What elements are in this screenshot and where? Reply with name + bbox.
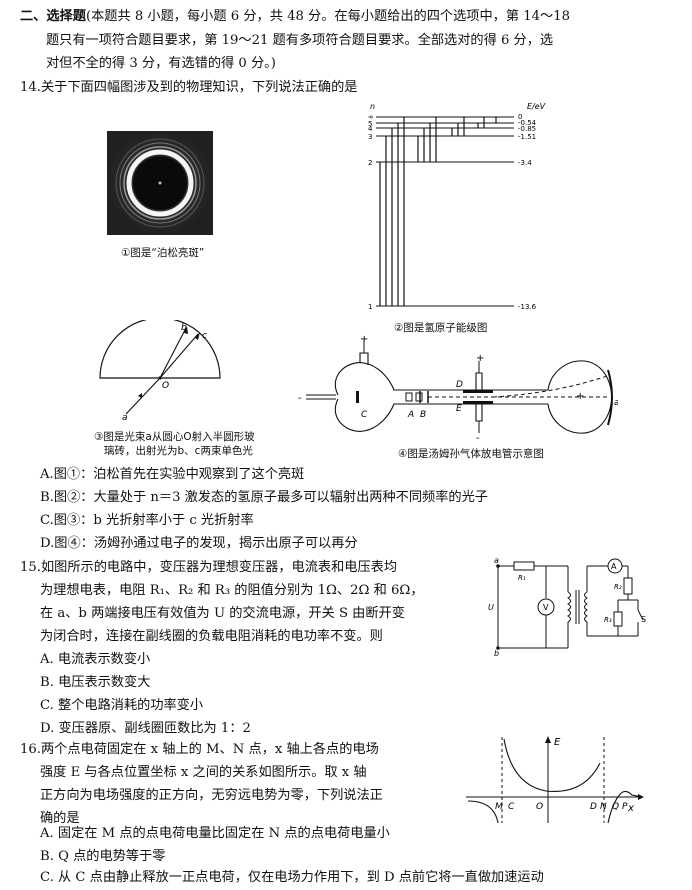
ray-c-label: c bbox=[202, 331, 207, 341]
plus-mid-label: + bbox=[476, 353, 484, 364]
q15-option-d: D. 变压器原、副线圈匝数比为 1：2 bbox=[40, 721, 251, 736]
transformer-circuit-diagram: a b U R₁ V A R₂ R₃ S bbox=[488, 556, 648, 658]
label-B: B bbox=[420, 410, 426, 420]
thomson-tube-figure: + - + - + C A B D E a bbox=[298, 334, 620, 445]
section-heading: 二、选择题 bbox=[20, 9, 86, 24]
q14-option-a: A.图①：泊松首先在实验中观察到了这个亮斑 bbox=[40, 467, 305, 482]
label-A: A bbox=[407, 410, 414, 420]
section-instructions-2: 题只有一项符合题目要求，第 19～21 题有多项符合题目要求。全部选对的得 6 … bbox=[46, 33, 554, 48]
label-D: D bbox=[456, 380, 463, 390]
electric-field-graph: E x M C O D N Q P bbox=[466, 735, 646, 825]
q15-option-a: A. 电流表示数变小 bbox=[40, 652, 151, 667]
level-n-5: 5 bbox=[368, 120, 372, 128]
level-n-2: 2 bbox=[368, 159, 372, 167]
terminal-b-label: b bbox=[494, 649, 499, 656]
label-E: E bbox=[456, 404, 462, 414]
q14-option-c: C.图③：b 光折射率小于 c 光折射率 bbox=[40, 513, 254, 528]
fig2-caption: ②图是氢原子能级图 bbox=[394, 322, 488, 334]
level-value-4: -0.85 bbox=[518, 125, 536, 133]
terminal-a-label: a bbox=[494, 556, 499, 565]
q15-line-1: 15.如图所示的电路中，变压器为理想变压器，电流表和电压表均 bbox=[20, 560, 398, 575]
point-N-label: N bbox=[600, 802, 607, 812]
q16-line-1: 16.两个点电荷固定在 x 轴上的 M、N 点，x 轴上各点的电场 bbox=[20, 742, 379, 757]
level-n-3: 3 bbox=[368, 133, 372, 141]
point-Q-label: Q bbox=[612, 802, 619, 812]
q16-option-a: A. 固定在 M 点的点电荷电量比固定在 N 点的点电荷电量小 bbox=[40, 826, 390, 841]
R3-label: R₃ bbox=[604, 616, 612, 624]
q14-option-d: D.图④：汤姆孙通过电子的发现，揭示出原子可以再分 bbox=[40, 536, 358, 551]
q15-option-b: B. 电压表示数变大 bbox=[40, 675, 151, 690]
point-C-label: C bbox=[508, 802, 515, 812]
q15-line-4: 为闭合时，连接在副线圈的负载电阻消耗的电功率不变。则 bbox=[40, 629, 383, 644]
label-a-screen: a bbox=[614, 398, 618, 408]
fig3-caption-line-2: 璃砖，出射光为b、c两束单色光 bbox=[104, 445, 253, 457]
q15-option-c: C. 整个电路消耗的功率变小 bbox=[40, 698, 204, 713]
point-O-label: O bbox=[536, 802, 543, 812]
hydrogen-energy-level-diagram: n E/eV ∞ 5 4 3 2 1 0 -0.54 -0.85 -1.51 -… bbox=[362, 100, 572, 315]
fig3-caption-line-1: ③图是光束a从圆心O射入半圆形玻 bbox=[94, 431, 255, 443]
plus-right-label: + bbox=[576, 391, 584, 402]
level-value-2: -3.4 bbox=[518, 159, 532, 167]
R1-label: R₁ bbox=[518, 574, 526, 582]
q14-option-b: B.图②：大量处于 n＝3 激发态的氢原子最多可以辐射出两种不同频率的光子 bbox=[40, 490, 488, 505]
center-o-label: O bbox=[162, 381, 169, 391]
axis-E-label: E bbox=[554, 737, 561, 748]
voltmeter-label: V bbox=[543, 603, 549, 612]
fig4-caption: ④图是汤姆孙气体放电管示意图 bbox=[398, 448, 544, 460]
section-instructions-3: 对但不全的得 3 分，有选错的得 0 分。) bbox=[46, 56, 276, 71]
point-P-label: P bbox=[622, 802, 628, 812]
point-M-label: M bbox=[495, 802, 503, 812]
q16-line-3: 正方向为电场强度的正方向，无穷远电势为零，下列说法正 bbox=[40, 788, 383, 803]
section-header-line-1: 二、选择题(本题共 8 小题，每小题 6 分，共 48 分。在每小题给出的四个选… bbox=[20, 8, 570, 26]
R2-label: R₂ bbox=[614, 583, 622, 591]
point-D-label: D bbox=[590, 802, 597, 812]
poisson-spot-image bbox=[107, 131, 213, 235]
ray-a-label: a bbox=[122, 413, 128, 423]
q16-line-2: 强度 E 与各点位置坐标 x 之间的关系如图所示。取 x 轴 bbox=[40, 765, 367, 780]
level-n-4: 4 bbox=[368, 125, 373, 133]
q16-option-b: B. Q 点的电势等于零 bbox=[40, 849, 166, 864]
ammeter-label: A bbox=[611, 562, 617, 571]
ray-b-label: b bbox=[181, 323, 187, 333]
semicircle-refraction-figure: a b c O bbox=[88, 317, 238, 430]
q16-option-c: C. 从 C 点由静止释放一正点电荷，仅在电场力作用下，到 D 点前它将一直做加… bbox=[40, 870, 544, 885]
energy-unit-header: E/eV bbox=[527, 102, 546, 111]
level-value-5: -0.54 bbox=[518, 119, 537, 127]
level-n-inf: ∞ bbox=[368, 113, 374, 121]
plus-top-label: + bbox=[360, 335, 368, 345]
voltage-U-label: U bbox=[488, 603, 494, 612]
switch-S-label: S bbox=[641, 615, 646, 624]
axis-x-label: x bbox=[627, 803, 634, 814]
q16-line-4: 确的是 bbox=[40, 811, 80, 826]
minus-mid-label: - bbox=[476, 433, 480, 444]
level-value-inf: 0 bbox=[518, 113, 522, 121]
level-value-3: -1.51 bbox=[518, 133, 536, 141]
q14-stem: 14.关于下面四幅图涉及到的物理知识，下列说法正确的是 bbox=[20, 80, 358, 95]
q15-line-3: 在 a、b 两端接电压有效值为 U 的交流电源，开关 S 由断开变 bbox=[40, 606, 405, 621]
minus-left-label: - bbox=[298, 393, 302, 404]
n-header: n bbox=[370, 102, 375, 111]
fig1-caption: ①图是“泊松亮斑” bbox=[121, 247, 205, 259]
level-value-1: -13.6 bbox=[518, 303, 537, 311]
q15-line-2: 为理想电表，电阻 R₁、R₂ 和 R₃ 的阻值分别为 1Ω、2Ω 和 6Ω， bbox=[40, 583, 424, 598]
fig3-caption: ③图是光束a从圆心O射入半圆形玻 璃砖，出射光为b、c两束单色光 bbox=[94, 430, 274, 458]
level-n-1: 1 bbox=[368, 303, 372, 311]
section-instructions-1: (本题共 8 小题，每小题 6 分，共 48 分。在每小题给出的四个选项中，第 … bbox=[85, 9, 570, 24]
label-C: C bbox=[361, 410, 368, 420]
